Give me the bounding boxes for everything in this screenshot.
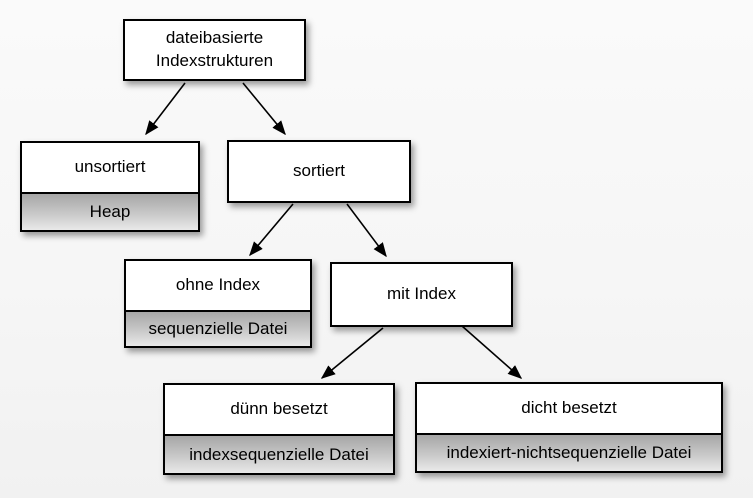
arrow-root-to-unsortiert — [145, 82, 186, 136]
node-label: dateibasierte Indexstrukturen — [155, 28, 274, 70]
node-label: dicht besetzt — [521, 398, 617, 418]
node-sublabel: indexsequenzielle Datei — [165, 434, 393, 473]
arrow-root-to-sortiert — [242, 82, 286, 136]
arrow-sortiert-to-mit-index — [346, 203, 387, 258]
node-dicht-besetzt: dicht besetzt indexiert-nichtsequenziell… — [415, 382, 723, 473]
node-sublabel: sequenzielle Datei — [126, 310, 310, 346]
node-label: ohne Index — [175, 275, 261, 295]
node-sublabel: Heap — [22, 192, 198, 230]
node-label: dünn besetzt — [230, 399, 328, 419]
node-label: mit Index — [387, 284, 456, 304]
arrow-sortiert-to-ohne-index — [249, 203, 294, 257]
node-label: sortiert — [293, 161, 345, 181]
node-label: unsortiert — [74, 157, 146, 177]
node-root: dateibasierte Indexstrukturen — [123, 19, 306, 81]
node-mit-index: mit Index — [330, 262, 513, 327]
arrow-mit-index-to-duenn-besetzt — [320, 327, 384, 379]
node-duenn-besetzt: dünn besetzt indexsequenzielle Datei — [163, 383, 395, 475]
node-sortiert: sortiert — [227, 140, 411, 203]
node-ohne-index: ohne Index sequenzielle Datei — [124, 259, 312, 348]
arrow-mit-index-to-dicht-besetzt — [461, 325, 523, 379]
node-sublabel: indexiert-nichtsequenzielle Datei — [417, 433, 721, 471]
node-unsortiert: unsortiert Heap — [20, 141, 200, 232]
